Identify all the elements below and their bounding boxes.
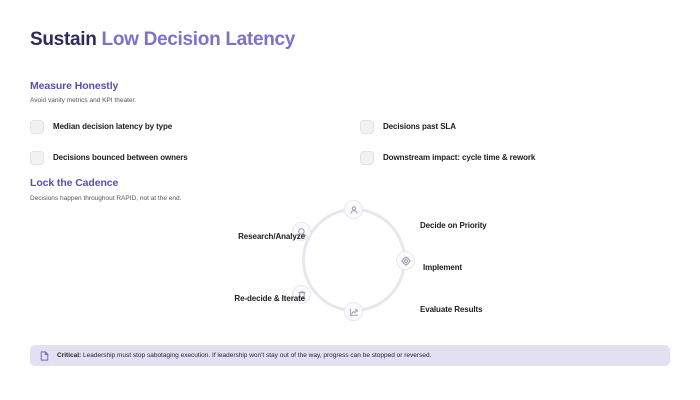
checklist-item-label: Median decision latency by type <box>53 122 173 131</box>
critical-callout-label: Critical: <box>57 352 82 359</box>
checklist-item[interactable]: Median decision latency by type <box>30 111 360 142</box>
cycle-label-implement: Implement <box>423 263 463 272</box>
cycle-diagram: Decide on Priority Implement Evaluate Re… <box>180 200 520 340</box>
trash-icon[interactable] <box>292 285 311 304</box>
checklist-item-label: Decisions bounced between owners <box>53 153 188 162</box>
cycle-label-evaluate: Evaluate Results <box>420 305 483 314</box>
critical-callout: Critical: Leadership must stop sabotagin… <box>30 345 670 366</box>
checklist-item[interactable]: Downstream impact: cycle time & rework <box>360 142 670 173</box>
search-icon[interactable] <box>292 222 311 241</box>
page-title: Sustain Low Decision Latency <box>30 29 295 51</box>
checklist: Median decision latency by type Decision… <box>30 111 670 173</box>
checkbox-icon[interactable] <box>30 119 44 134</box>
gear-icon[interactable] <box>396 251 415 270</box>
section-subtitle-measure: Avoid vanity metrics and KPI theater. <box>30 97 137 104</box>
section-heading-cadence: Lock the Cadence <box>30 177 119 189</box>
checklist-item-label: Downstream impact: cycle time & rework <box>383 153 536 162</box>
checkbox-icon[interactable] <box>360 150 374 165</box>
cycle-label-research: Research/Analyze <box>238 232 305 241</box>
page-title-light: Low Decision Latency <box>101 29 296 50</box>
user-icon[interactable] <box>344 200 363 219</box>
cycle-label-redecide: Re-decide & Iterate <box>234 294 305 303</box>
critical-callout-body: Leadership must stop sabotaging executio… <box>81 352 432 359</box>
checkbox-icon[interactable] <box>30 150 44 165</box>
checklist-item[interactable]: Decisions bounced between owners <box>30 142 360 173</box>
cycle-label-decide: Decide on Priority <box>420 221 487 230</box>
cycle-ring <box>302 208 406 312</box>
trending-up-icon[interactable] <box>344 302 363 321</box>
section-subtitle-cadence: Decisions happen throughout RAPID, not a… <box>30 195 182 202</box>
checklist-item[interactable]: Decisions past SLA <box>360 111 670 142</box>
critical-callout-text: Critical: Leadership must stop sabotagin… <box>57 352 431 359</box>
section-heading-measure: Measure Honestly <box>30 80 119 92</box>
checklist-item-label: Decisions past SLA <box>383 122 456 131</box>
document-icon <box>40 350 49 361</box>
page-title-strong: Sustain <box>30 29 97 50</box>
checkbox-icon[interactable] <box>360 119 374 134</box>
